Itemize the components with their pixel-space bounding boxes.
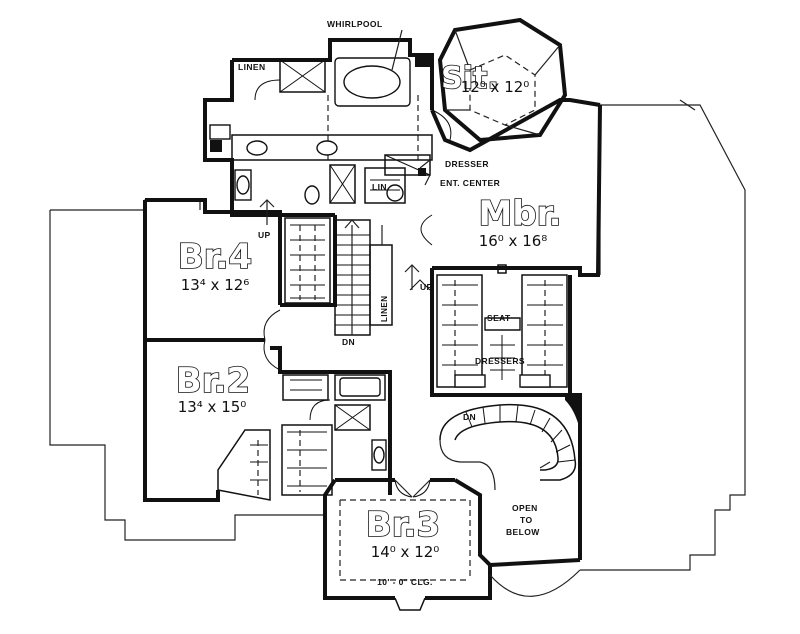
hall-bath (282, 374, 387, 471)
room-ceiling-br3: 10' - 0" CLG. (377, 577, 433, 587)
label-up-right: UP (420, 282, 433, 292)
label-lin: LIN. (372, 182, 390, 192)
seat-bench (484, 317, 521, 331)
room-name-br3: Br.3 (366, 505, 440, 545)
label-whirlpool: WHIRLPOOL (327, 19, 383, 29)
stair-arrows (259, 29, 551, 469)
room-name-sitting: Sit. (441, 61, 499, 96)
sitting-room-octagon (437, 17, 568, 143)
label-linen-stair: LINEN (380, 296, 389, 323)
master-walk-in (436, 274, 568, 388)
label-open-3: BELOW (506, 527, 540, 537)
master-bath-fixtures (209, 55, 452, 205)
label-ent-center: ENT. CENTER (440, 178, 500, 188)
label-up-left: UP (258, 230, 271, 240)
room-dims-br2: 13⁴ x 15⁰ (178, 398, 247, 416)
label-open-2: TO (520, 515, 532, 525)
curved-stair (439, 395, 580, 491)
label-dn-curved: DN (463, 412, 476, 422)
closets (217, 217, 333, 501)
room-name-br2: Br.2 (176, 361, 250, 401)
label-dresser: DRESSER (445, 159, 489, 169)
label-open-1: OPEN (512, 503, 538, 513)
doors (263, 264, 507, 581)
label-seat: SEAT (487, 313, 511, 323)
whirlpool-tub-icon (343, 65, 401, 99)
room-dims-sitting: 12⁰ x 12⁰ (461, 78, 530, 96)
label-linen-top: LINEN (238, 62, 266, 72)
room-dims-br4: 13⁴ x 12⁶ (181, 276, 250, 294)
room-name-br4: Br.4 (178, 237, 252, 277)
label-dressers: DRESSERS (475, 356, 525, 366)
straight-stair (334, 214, 433, 336)
room-dims-br3: 14⁰ x 12⁰ (371, 543, 440, 561)
room-name-master: Mbr. (478, 194, 561, 234)
label-dn-stair: DN (342, 337, 355, 347)
room-dims-master: 16⁰ x 16⁸ (479, 232, 548, 250)
